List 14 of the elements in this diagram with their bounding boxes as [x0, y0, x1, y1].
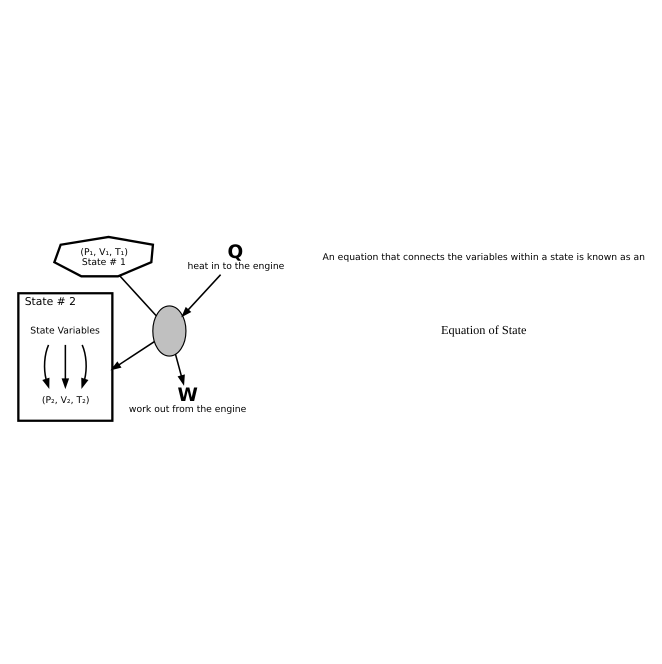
- node-text: Q heat in to the engine: [187, 242, 284, 272]
- arrow: [81, 344, 88, 390]
- arrow: [62, 344, 70, 390]
- arrow: [110, 341, 155, 370]
- arrow: [42, 344, 50, 390]
- node-text: State Variables: [30, 325, 100, 336]
- arrow: [174, 354, 185, 386]
- node-text: W work out from the engine: [128, 384, 246, 415]
- label: An equation that connects the variables within a state is known as an: [322, 252, 645, 264]
- node-ellipse: [152, 305, 187, 357]
- node-text: (P₂, V₂, T₂): [42, 395, 90, 406]
- arrow: [181, 274, 222, 318]
- connector: [119, 275, 157, 316]
- label: Equation of State: [441, 322, 526, 337]
